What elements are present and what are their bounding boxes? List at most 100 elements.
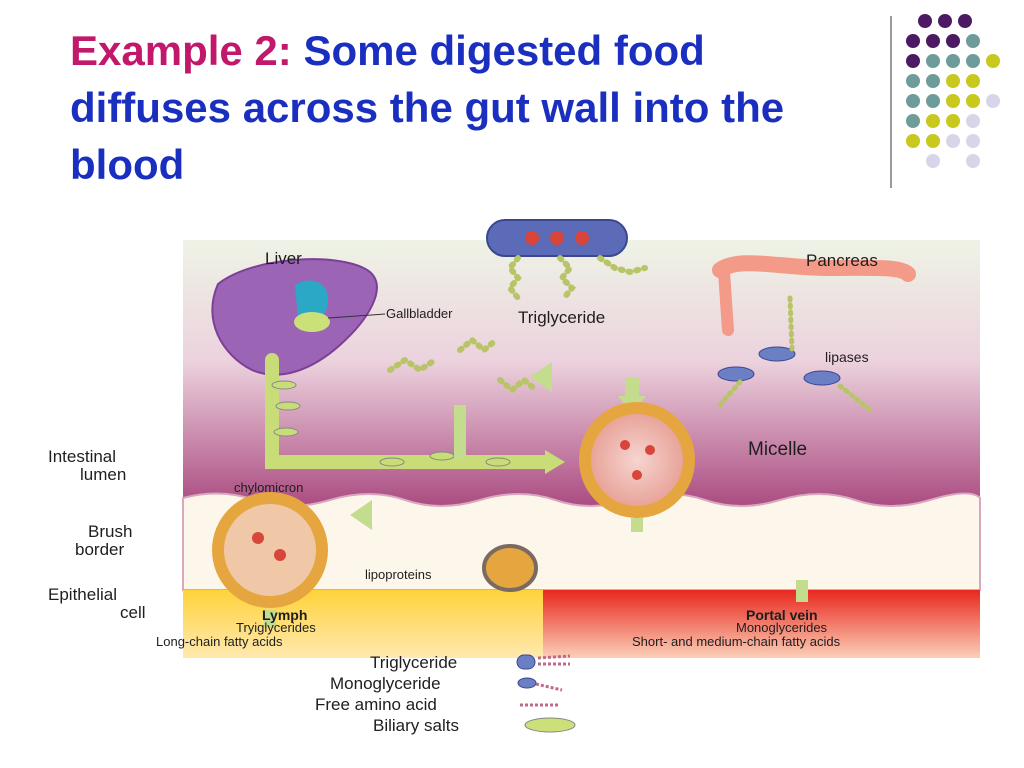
chylomicron-molecule [274, 549, 286, 561]
triglyceride-icon [516, 654, 571, 670]
portal-vein-line1: Monoglycerides [736, 620, 828, 635]
lipoprotein-particle [482, 544, 538, 592]
epithelial-cell-label-line2: cell [120, 603, 146, 622]
slide-title: Example 2: Some digested food diffuses a… [70, 22, 860, 193]
biliary-salt-icon [524, 717, 576, 733]
dot [926, 94, 940, 108]
decorative-dot-grid [906, 14, 1016, 174]
triglyceride-head [575, 231, 589, 245]
dot [906, 54, 920, 68]
dot [926, 54, 940, 68]
arrowhead [350, 500, 372, 530]
dot [946, 94, 960, 108]
dot [906, 114, 920, 128]
dot [926, 74, 940, 88]
dot [966, 74, 980, 88]
chylomicron-molecule [252, 532, 264, 544]
title-prefix: Example 2: [70, 27, 292, 74]
dot [966, 154, 980, 168]
digestion-diagram: Liver Gallbladder Triglyceride Pancreas … [40, 210, 1000, 758]
lipase-enzyme [758, 346, 796, 362]
dot [926, 154, 940, 168]
bile-path-arrowhead [545, 450, 565, 474]
chylomicron-label: chylomicron [234, 480, 303, 495]
legend-label-triglyceride: Triglyceride [370, 653, 457, 672]
micelle-label: Micelle [748, 439, 807, 460]
fatty-acid-chain [557, 255, 577, 301]
portal-vein-vessel [543, 590, 980, 658]
micelle-molecule [645, 445, 655, 455]
arrowhead [530, 362, 552, 392]
fatty-acid-chain [597, 255, 648, 276]
micelle-core [591, 414, 683, 506]
dot [966, 34, 980, 48]
intestinal-lumen-label-line2: lumen [80, 465, 126, 484]
epithelial-cell-label-line1: Epithelial [48, 585, 117, 604]
fatty-acid-chain [717, 379, 743, 408]
title-main: Some digested food diffuses across the g… [70, 27, 785, 188]
liver-shape [211, 258, 378, 376]
diagram-canvas: Liver Gallbladder Triglyceride Pancreas … [48, 219, 981, 735]
pancreatic-duct [718, 266, 734, 336]
pancreas-label: Pancreas [806, 251, 878, 270]
dot [918, 14, 932, 28]
biliary-salt [485, 457, 511, 467]
gallbladder-label: Gallbladder [386, 306, 453, 321]
lymph-line2: Long-chain fatty acids [156, 634, 283, 649]
lymph-title: Lymph [262, 607, 307, 623]
dot [926, 34, 940, 48]
bile-salt-path [265, 353, 552, 469]
dot [958, 14, 972, 28]
brush-border-label-line2: border [75, 540, 124, 559]
dot [946, 34, 960, 48]
dot [966, 134, 980, 148]
gallbladder-pointer [327, 313, 386, 319]
lipase-enzyme [803, 370, 841, 386]
dot [906, 94, 920, 108]
dot [926, 114, 940, 128]
lymph-vessel [183, 590, 543, 658]
lymph-line1: Tryiglycerides [236, 620, 316, 635]
dot [906, 34, 920, 48]
micelle-molecule [620, 440, 630, 450]
biliary-salt [273, 427, 299, 437]
dot [986, 54, 1000, 68]
liver-label: Liver [265, 249, 302, 268]
brush-border-label-line1: Brush [88, 522, 132, 541]
legend-label-monoglyceride: Monoglyceride [330, 674, 441, 693]
legend: Triglyceride Monoglyceride Free amino ac… [315, 653, 576, 735]
intestinal-lumen-label-line1: Intestinal [48, 447, 116, 466]
dot [946, 134, 960, 148]
dot [966, 114, 980, 128]
lipoproteins-label: lipoproteins [365, 567, 432, 582]
chylomicron-core [224, 504, 316, 596]
dot [966, 54, 980, 68]
dot [946, 54, 960, 68]
dot [938, 14, 952, 28]
legend-label-biliary-salts: Biliary salts [373, 716, 459, 735]
portal-vein-line2: Short- and medium-chain fatty acids [632, 634, 841, 649]
liver-duct [295, 280, 329, 323]
fatty-acid-chain [787, 295, 795, 353]
biliary-salt [379, 457, 405, 467]
gallbladder-shape [294, 312, 330, 332]
fatty-acid-chain [457, 336, 499, 354]
biliary-salt [429, 451, 455, 461]
portal-vein-title: Portal vein [746, 607, 818, 623]
fatty-acid-chain [387, 356, 438, 374]
dot [906, 134, 920, 148]
dot [946, 74, 960, 88]
dot [926, 134, 940, 148]
legend-label-free-amino-acid: Free amino acid [315, 695, 437, 714]
micelle-molecule [632, 470, 642, 480]
fatty-acid-chain [497, 376, 539, 394]
triglyceride-label: Triglyceride [518, 308, 605, 327]
title-divider [890, 16, 892, 188]
dot [986, 94, 1000, 108]
fatty-acid-chain [837, 383, 873, 413]
dot [906, 74, 920, 88]
triglyceride-head [550, 231, 564, 245]
monoglyceride-icon [517, 677, 563, 692]
fatty-acid-chain [506, 255, 522, 301]
pancreas-shape [712, 255, 916, 282]
